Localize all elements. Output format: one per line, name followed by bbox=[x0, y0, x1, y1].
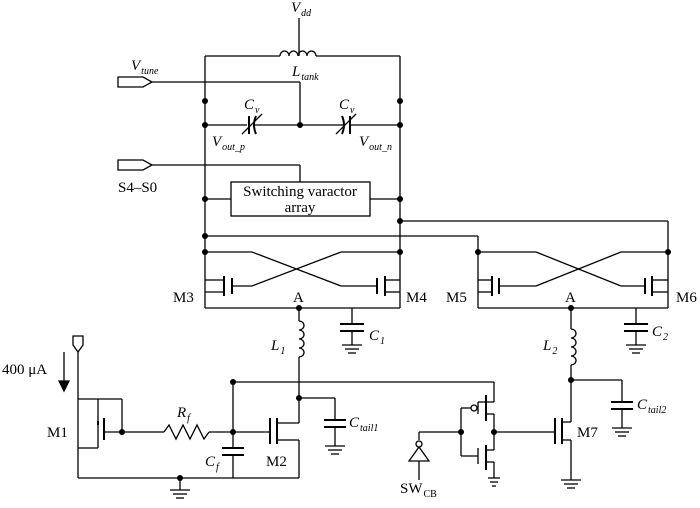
cv-left-varactor bbox=[205, 113, 300, 135]
c2-label: C2 bbox=[652, 324, 668, 343]
ltank-label: Ltank bbox=[291, 64, 319, 83]
switching-varactor-array bbox=[205, 181, 400, 217]
m1-transistor bbox=[77, 398, 164, 478]
c1-capacitor bbox=[340, 308, 364, 354]
m2-transistor bbox=[269, 397, 336, 478]
vout-n-label: Vout_n bbox=[359, 134, 392, 153]
ctail1-capacitor bbox=[324, 419, 346, 455]
labels: Vdd Ltank Vtune Cv Cv Vout_p Vout_n S4–S… bbox=[2, 0, 697, 500]
m1-label: M1 bbox=[47, 425, 68, 441]
ctail2-capacitor bbox=[611, 401, 633, 437]
cv-right-label: Cv bbox=[339, 97, 355, 116]
l2-label: L2 bbox=[542, 338, 557, 357]
s4-s0-pin bbox=[117, 159, 301, 182]
m7-label: M7 bbox=[577, 425, 598, 441]
vdd-label: Vdd bbox=[291, 0, 312, 19]
c2-capacitor bbox=[624, 308, 648, 354]
m4-label: M4 bbox=[406, 290, 427, 306]
m2-label: M2 bbox=[266, 454, 287, 470]
vout-p-label: Vout_p bbox=[212, 134, 245, 153]
vtune-pin bbox=[117, 76, 301, 125]
vtune-label: Vtune bbox=[131, 58, 159, 77]
l1-inductor bbox=[298, 308, 305, 423]
m5-m6-core bbox=[478, 251, 668, 309]
current-source-pin bbox=[57, 335, 84, 399]
m6-label: M6 bbox=[676, 290, 697, 306]
l1-label: L1 bbox=[270, 338, 285, 357]
swcb-inverter bbox=[407, 431, 461, 480]
transmission-gate bbox=[460, 395, 555, 487]
varactor-array-line1: Switching varactor bbox=[243, 184, 357, 200]
rf-label: Rf bbox=[176, 405, 191, 424]
m3-m4-core bbox=[205, 251, 400, 309]
cv-right-varactor bbox=[300, 113, 400, 135]
cv-left-label: Cv bbox=[244, 97, 260, 116]
node-a-left-label: A bbox=[293, 290, 304, 306]
cf-capacitor bbox=[222, 382, 244, 478]
m5-label: M5 bbox=[446, 290, 467, 306]
ctail1-label: Ctail1 bbox=[349, 415, 378, 434]
s4-s0-label: S4–S0 bbox=[118, 180, 157, 196]
varactor-array-line2: array bbox=[285, 200, 316, 216]
m7-transistor bbox=[554, 379, 623, 489]
rf-resistor bbox=[163, 423, 270, 441]
swcb-label: SWCB bbox=[400, 481, 437, 500]
current-label: 400 μA bbox=[2, 362, 47, 378]
junction-dots bbox=[119, 98, 671, 481]
m3-label: M3 bbox=[173, 290, 194, 306]
ctail2-label: Ctail2 bbox=[637, 397, 666, 416]
cf-label: Cf bbox=[205, 454, 220, 473]
ltank-inductor bbox=[205, 48, 400, 57]
bottom-ground bbox=[78, 477, 299, 499]
l2-inductor bbox=[570, 308, 577, 422]
node-a-right-label: A bbox=[565, 290, 576, 306]
c1-label: C1 bbox=[369, 328, 385, 347]
